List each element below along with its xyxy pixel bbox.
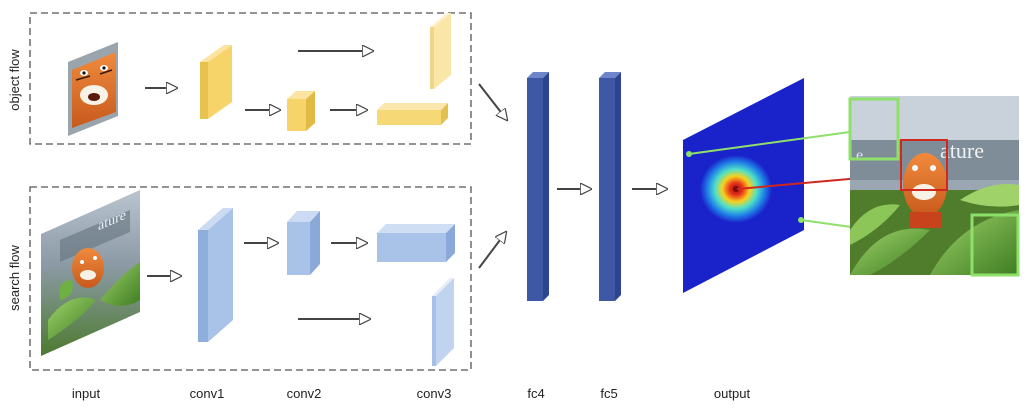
output-heatmap: [683, 78, 804, 293]
label-conv2: conv2: [287, 386, 322, 401]
label-conv1: conv1: [190, 386, 225, 401]
box-target: [900, 139, 948, 191]
label-output: output: [714, 386, 751, 401]
search-flow-label: search flow: [7, 245, 22, 311]
object-input-image: [68, 42, 118, 136]
box-top-left: [848, 97, 900, 161]
label-fc5: fc5: [600, 386, 617, 401]
search-conv3-block-flat: [377, 224, 455, 262]
object-conv1-block: [200, 45, 232, 119]
object-conv2-block: [287, 91, 315, 131]
fc5-block: [599, 72, 621, 301]
search-conv1-block: [198, 208, 233, 342]
arrow-search-fc4: [478, 232, 506, 269]
label-input: input: [72, 386, 101, 401]
result-image: ature e: [850, 96, 1019, 275]
search-conv1-skip-block: [432, 278, 454, 366]
object-flow-box: [29, 12, 472, 145]
link-top-box: [688, 131, 851, 155]
search-input-image: ature: [41, 190, 140, 356]
label-fc4: fc4: [527, 386, 544, 401]
object-conv1-skip-block: [430, 13, 451, 89]
arrow-object-fc4: [478, 83, 507, 120]
object-flow-label: object flow: [7, 49, 22, 111]
search-conv2-block: [287, 211, 320, 275]
object-conv3-block-flat: [377, 103, 448, 125]
search-flow-box: [29, 186, 472, 371]
svg-text:e: e: [856, 147, 863, 164]
box-bottom-right: [970, 213, 1020, 277]
fc4-block: [527, 72, 549, 301]
label-conv3: conv3: [417, 386, 452, 401]
